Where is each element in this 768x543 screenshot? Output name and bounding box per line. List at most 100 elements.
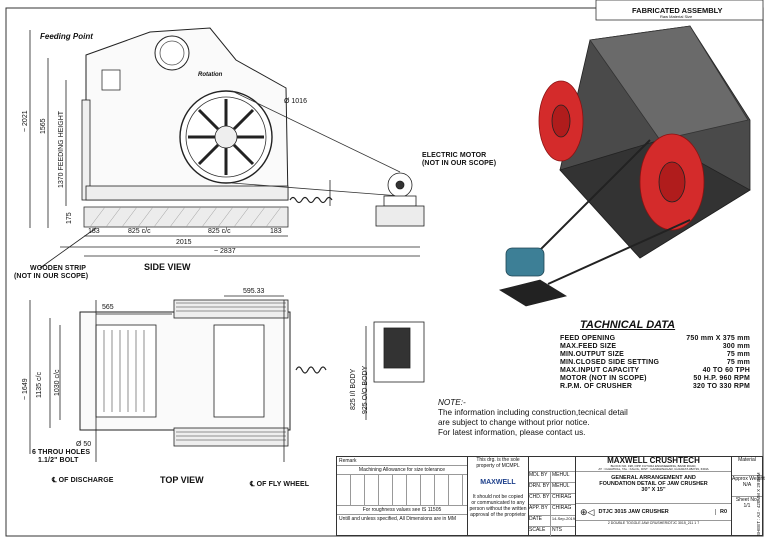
dim-183-left: 183 — [88, 228, 100, 235]
company-logo: MAXWELL — [480, 479, 516, 486]
drawing-title-line: 30" X 15" — [641, 487, 666, 493]
tech-row-value: 750 mm X 375 mm — [686, 335, 750, 342]
tech-row-label: MOTOR (NOT IN SCOPE) — [560, 375, 647, 382]
dim-825-right: 825 c/c — [208, 228, 231, 235]
role-name: MEHUL — [552, 472, 570, 478]
roles-panel: MDL BY MEHUL DRN. BY MEHUL CHD. BY CHIRA… — [529, 457, 576, 537]
sheet-border — [5, 7, 764, 537]
tech-data-table: FEED OPENING 750 mm X 375 mm MAX.FEED SI… — [560, 335, 750, 391]
tech-row-value: 75 mm — [726, 359, 750, 366]
property-line: This drg. is the sole — [476, 457, 520, 463]
bolt-diameter: Ø 50 — [76, 441, 92, 448]
drawing-number: DTJC 3015 JAW CRUSHER — [598, 509, 669, 515]
through-holes-label: 6 THROU HOLES — [32, 449, 91, 456]
role-label: DATE — [529, 516, 551, 526]
remark-label: Remark — [339, 458, 357, 464]
dim-2021: ~ 2021 — [22, 110, 29, 132]
role-name: MEHUL — [552, 483, 570, 489]
note-heading: NOTE:- — [438, 398, 466, 407]
dim-825-body: 825 I/I BODY — [350, 368, 357, 410]
copy-notice: approval of the proprietor — [470, 512, 526, 518]
sheet-no-label: Sheet No. — [735, 497, 759, 503]
tech-row-label: MAX.FEED SIZE — [560, 343, 617, 350]
company-name: MAXWELL CRUSHTECH — [607, 457, 700, 465]
wooden-strip-label: WOODEN STRIP — [30, 265, 87, 272]
flywheel-diameter: Ø 1016 — [284, 98, 307, 105]
role-name: NTS — [552, 527, 562, 533]
sheet-sublabel: Raw Material Size — [660, 14, 693, 19]
sheet-no-value: 1/1 — [743, 503, 751, 509]
bolt-label: 1.1/2" BOLT — [38, 457, 79, 464]
weight-value: N/A — [732, 482, 762, 497]
tech-row: MIN.OUTPUT SIZE 75 mm — [560, 351, 750, 359]
wooden-not-in-scope: (NOT IN OUR SCOPE) — [14, 273, 89, 280]
property-panel: This drg. is the sole property of MCMPL … — [468, 457, 529, 535]
dim-1649: ~ 1649 — [22, 378, 29, 400]
role-label: SCALE — [529, 527, 551, 537]
role-label: DRN. BY — [529, 483, 551, 493]
tech-row-value: 50 H.P. 960 RPM — [693, 375, 750, 382]
tolerance-grid — [337, 474, 467, 505]
dim-1030: 1030 c/c — [54, 369, 61, 396]
tech-row-value: 300 mm — [722, 343, 750, 350]
company-panel: MAXWELL CRUSHTECH BLOCK NO. 198, OPP. FU… — [576, 457, 731, 535]
note-line: The information including construction,t… — [438, 408, 628, 417]
electric-motor-label: ELECTRIC MOTOR — [422, 152, 487, 159]
dim-175: 175 — [66, 212, 73, 224]
file-reference: 2 DOUBLE TOGGLE JAW CRUSHER/DTJC 3015_21… — [576, 520, 731, 525]
role-row: APP. BY CHIRAG — [529, 504, 575, 515]
weight-label: Approx Weight — [732, 476, 765, 482]
tech-row-label: MAX.INPUT CAPACITY — [560, 367, 640, 374]
material-label: Material — [732, 457, 762, 476]
meta-panel: Material Approx Weight N/A Sheet No. 1/1 — [731, 457, 765, 535]
copy-notice: It should not be copied — [472, 494, 524, 500]
dim-595: 595.33 — [243, 288, 265, 295]
company-header: MAXWELL CRUSHTECH BLOCK NO. 198, OPP. FU… — [576, 457, 731, 472]
role-row: DATE 14-Sep-2019 — [529, 515, 575, 526]
drawing-title-line: FOUNDATION DETAIL OF JAW CRUSHER — [599, 481, 708, 487]
tech-row: MOTOR (NOT IN SCOPE) 50 H.P. 960 RPM — [560, 375, 750, 383]
tech-row: MAX.FEED SIZE 300 mm — [560, 343, 750, 351]
sheet-size-code: SHEET : A3 - 420MM X 297MM — [756, 472, 761, 536]
tech-row: MAX.INPUT CAPACITY 40 TO 60 TPH — [560, 367, 750, 375]
tech-row-value: 75 mm — [726, 351, 750, 358]
dim-183-right: 183 — [270, 228, 282, 235]
tech-row-value: 40 TO 60 TPH — [702, 367, 750, 374]
tech-row: FEED OPENING 750 mm X 375 mm — [560, 335, 750, 343]
tech-row-label: MIN.CLOSED SIDE SETTING — [560, 359, 660, 366]
role-label: MDL BY — [529, 472, 551, 482]
tolerance-panel: Remark Machining Allowance for size tole… — [337, 457, 468, 535]
tech-row: R.P.M. OF CRUSHER 320 TO 330 RPM — [560, 383, 750, 391]
note-line: For latest information, please contact u… — [438, 428, 586, 437]
units-note: Untill and unless specified, All Dimensi… — [337, 514, 467, 523]
top-view-drawing — [29, 295, 425, 462]
rotation-label: Rotation — [198, 72, 223, 78]
projection-symbol-icon: ⊕◁ — [580, 506, 595, 517]
company-address: AT : CHHATRAL, TAL : KALOL, DIST : GANDH… — [598, 467, 709, 471]
top-view-title: TOP VIEW — [160, 475, 204, 485]
drawing-number-row: ⊕◁ DTJC 3015 JAW CRUSHER R0 — [576, 503, 731, 520]
dim-565: 565 — [102, 304, 114, 311]
side-view-title: SIDE VIEW — [144, 262, 191, 272]
side-view-drawing — [29, 27, 425, 269]
role-name: 14-Sep-2019 — [551, 516, 575, 521]
sheet-label: FABRICATED ASSEMBLY — [632, 6, 723, 15]
copy-notice: or communicated to any — [471, 500, 525, 506]
property-line: property of MCMPL — [476, 463, 520, 469]
role-row: SCALE NTS — [529, 526, 575, 537]
dim-825-left: 825 c/c — [128, 228, 151, 235]
tech-row-label: FEED OPENING — [560, 335, 616, 342]
flywheel-centerline: ℄ OF FLY WHEEL — [250, 481, 310, 488]
note-line: are subject to change without prior noti… — [438, 418, 590, 427]
discharge-centerline: ℄ OF DISCHARGE — [52, 477, 114, 484]
drawing-title-line: GENERAL ARRANGEMENT AND — [611, 475, 696, 481]
dim-2837: ~ 2837 — [214, 248, 236, 255]
copy-notice: person without the written — [469, 506, 527, 512]
role-name: CHIRAG — [552, 494, 572, 500]
feeding-point-label: Feeding Point — [40, 32, 93, 41]
tech-row-label: MIN.OUTPUT SIZE — [560, 351, 625, 358]
tech-row-value: 320 TO 330 RPM — [692, 383, 750, 390]
role-row: DRN. BY MEHUL — [529, 482, 575, 493]
